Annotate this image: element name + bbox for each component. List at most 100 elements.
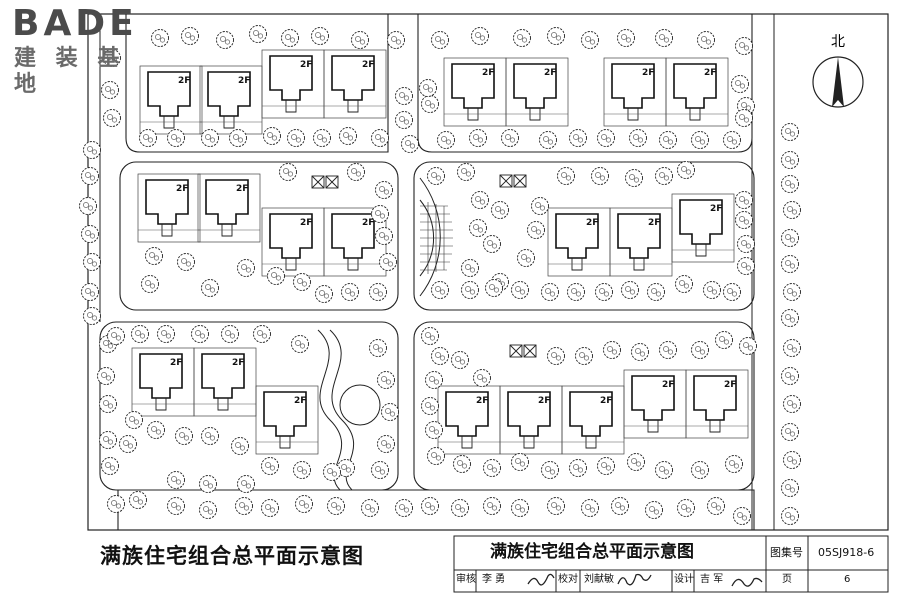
tree-detail bbox=[789, 431, 795, 437]
tree-detail bbox=[103, 340, 109, 346]
house-20: 2F bbox=[499, 385, 563, 455]
tree-detail bbox=[375, 466, 381, 472]
house-floor-label: 2F bbox=[294, 396, 306, 406]
tree-detail bbox=[659, 172, 665, 178]
tree-69 bbox=[517, 249, 535, 267]
tree-detail bbox=[475, 196, 481, 202]
tree-canopy bbox=[129, 491, 147, 509]
tree-108 bbox=[107, 327, 125, 345]
tree-detail bbox=[385, 379, 391, 385]
tree-detail bbox=[429, 335, 435, 341]
tree-142 bbox=[575, 347, 593, 365]
tree-canopy bbox=[387, 31, 405, 49]
tree-125 bbox=[201, 427, 219, 445]
tree-detail bbox=[435, 36, 441, 42]
tree-detail bbox=[331, 502, 337, 508]
tree-detail bbox=[727, 288, 733, 294]
tree-detail bbox=[521, 254, 527, 260]
tree-detail bbox=[345, 288, 351, 294]
tree-60 bbox=[379, 253, 397, 271]
tree-detail bbox=[230, 333, 236, 339]
tree-41 bbox=[539, 131, 557, 149]
tree-detail bbox=[741, 240, 747, 246]
tree-canopy bbox=[201, 129, 219, 147]
tree-detail bbox=[83, 202, 89, 208]
house-footprint bbox=[269, 213, 313, 259]
tree-canopy bbox=[723, 283, 741, 301]
house-footprint bbox=[451, 63, 495, 109]
tree-145 bbox=[659, 341, 677, 359]
tree-detail bbox=[473, 134, 479, 140]
tree-detail bbox=[375, 210, 381, 216]
tree-detail bbox=[301, 281, 307, 287]
tree-20 bbox=[103, 109, 121, 127]
tree-126 bbox=[231, 437, 249, 455]
tree-detail bbox=[589, 39, 595, 45]
house-floor-label: 2F bbox=[300, 218, 312, 228]
tree-164 bbox=[261, 499, 279, 517]
tree-10 bbox=[471, 27, 489, 45]
tree-detail bbox=[403, 507, 409, 513]
tree-detail bbox=[791, 347, 797, 353]
tree-detail bbox=[269, 465, 275, 471]
tree-detail bbox=[317, 134, 323, 140]
house-floor-label: 2F bbox=[300, 60, 312, 70]
tree-detail bbox=[629, 174, 635, 180]
tree-166 bbox=[327, 497, 345, 515]
tree-canopy bbox=[781, 367, 799, 385]
tree-detail bbox=[225, 330, 231, 336]
tree-detail bbox=[631, 458, 637, 464]
tree-detail bbox=[605, 137, 611, 143]
house-footprint bbox=[139, 353, 183, 399]
tree-170 bbox=[451, 499, 469, 517]
tree-detail bbox=[110, 465, 116, 471]
tree-179 bbox=[733, 507, 751, 525]
tree-115 bbox=[369, 339, 387, 357]
tree-detail bbox=[701, 36, 707, 42]
tree-canopy bbox=[375, 227, 393, 245]
tree-detail bbox=[599, 175, 605, 181]
tree-detail bbox=[295, 340, 301, 346]
tree-canopy bbox=[427, 447, 445, 465]
house-floor-label: 2F bbox=[362, 218, 374, 228]
reviewer-name: 李 勇 bbox=[482, 574, 506, 585]
tree-detail bbox=[134, 419, 140, 425]
tree-detail bbox=[435, 352, 441, 358]
house-3: 2F bbox=[261, 49, 325, 119]
tree-detail bbox=[603, 291, 609, 297]
tree-canopy bbox=[375, 181, 393, 199]
tree-detail bbox=[107, 114, 113, 120]
tree-detail bbox=[519, 507, 525, 513]
house-footprint bbox=[269, 55, 313, 101]
tree-canopy bbox=[707, 497, 725, 515]
tree-75 bbox=[655, 167, 673, 185]
tree-canopy bbox=[237, 475, 255, 493]
review-label: 审核 bbox=[456, 574, 476, 585]
tree-detail bbox=[555, 35, 561, 41]
tree-51 bbox=[419, 79, 437, 97]
tree-detail bbox=[171, 476, 177, 482]
house-floor-label: 2F bbox=[544, 68, 556, 78]
tree-canopy bbox=[715, 331, 733, 349]
tree-canopy bbox=[783, 283, 801, 301]
tree-detail bbox=[403, 95, 409, 101]
tree-canopy bbox=[527, 221, 545, 239]
tree-detail bbox=[585, 504, 591, 510]
house-21: 2F bbox=[561, 385, 625, 455]
tree-canopy bbox=[659, 341, 677, 359]
tree-92 bbox=[461, 281, 479, 299]
tree-detail bbox=[241, 264, 247, 270]
tree-detail bbox=[695, 136, 701, 142]
tree-canopy bbox=[191, 325, 209, 343]
tree-canopy bbox=[471, 27, 489, 45]
tree-157 bbox=[691, 461, 709, 479]
tree-canopy bbox=[591, 167, 609, 185]
tree-canopy bbox=[569, 129, 587, 147]
drawing-title: 满族住宅组合总平面示意图 bbox=[100, 544, 364, 568]
tree-47 bbox=[723, 131, 741, 149]
tree-detail bbox=[203, 506, 209, 512]
tree-detail bbox=[149, 252, 155, 258]
tree-canopy bbox=[327, 497, 345, 515]
tree-detail bbox=[355, 36, 361, 42]
